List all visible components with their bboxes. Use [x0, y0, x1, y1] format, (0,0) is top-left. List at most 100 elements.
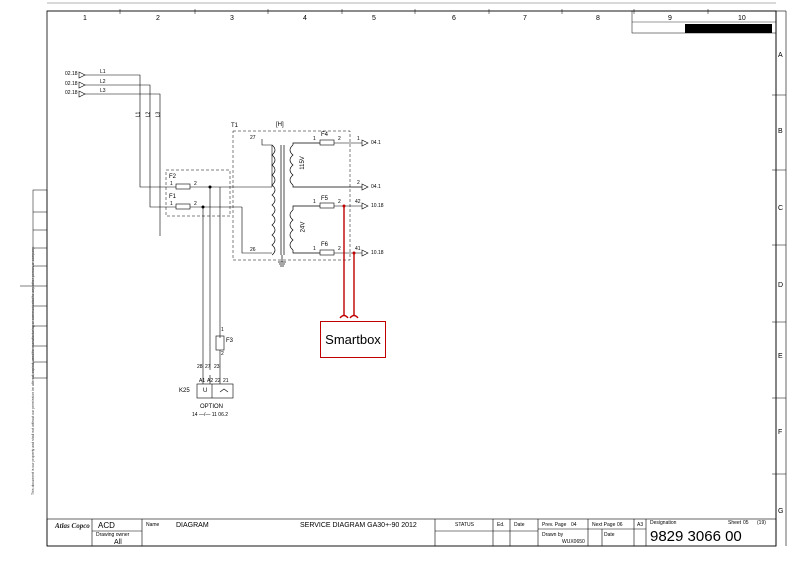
fuse-label: F4	[321, 132, 329, 138]
drawing-owner-label: Drawing owner	[96, 532, 130, 538]
fuse-pin: 1	[313, 246, 316, 252]
fuse-label: F1	[169, 194, 177, 200]
fuse-label: F2	[169, 174, 177, 180]
smartbox-wires	[339, 206, 359, 319]
next-page-value: 06	[617, 522, 623, 528]
smartbox-module: Smartbox	[320, 321, 386, 358]
designation-number: 9829 3066 00	[650, 528, 742, 545]
fuse-f5-symbol	[319, 202, 335, 209]
fuse-group-dashed	[165, 130, 351, 261]
status-label: STATUS	[455, 522, 474, 528]
row-label: D	[778, 282, 784, 289]
left-side-table	[20, 189, 48, 379]
fuse-pin: 2	[194, 181, 197, 187]
outer-frame	[46, 10, 777, 547]
column-label: 5	[372, 15, 376, 22]
prev-page-value: 04	[571, 522, 577, 528]
input-line-label: L2	[100, 79, 106, 85]
column-label: 8	[596, 15, 600, 22]
drawing-owner-value: All	[114, 539, 122, 546]
prev-page-label: Prev. Page	[542, 522, 567, 528]
output-ref: 04.1	[371, 184, 381, 190]
vertical-line-label: L3	[155, 111, 162, 118]
row-label: E	[778, 353, 783, 360]
fuse-pin: 1	[170, 201, 173, 207]
title-block-lines	[46, 518, 777, 547]
name-value: DIAGRAM	[176, 522, 209, 529]
row-label: F	[778, 429, 783, 436]
relay-coil: U	[203, 388, 208, 394]
fuse-f3-symbol	[215, 335, 225, 351]
relay-pin: 28	[197, 364, 203, 370]
output-ref: 10.18	[371, 203, 384, 209]
fuse-f6-symbol	[319, 249, 335, 256]
column-label: 2	[156, 15, 160, 22]
transformer-pin: 27	[250, 135, 256, 141]
sheet-value: 05	[743, 520, 749, 526]
output-pin: 2	[357, 180, 360, 186]
fuse-label: F3	[226, 338, 234, 344]
relay-pin: A1	[199, 378, 206, 384]
next-page-label: Next Page	[592, 522, 616, 528]
name-label: Name	[146, 522, 160, 528]
sheet-label: Sheet	[728, 520, 742, 526]
secondary-voltage-115: 115V	[299, 156, 306, 170]
fuse-f2-symbol	[175, 183, 191, 190]
relay-contact-label: 14 —/— 11 06.2	[192, 412, 229, 418]
row-dividers	[772, 94, 786, 475]
relay-pin: 23	[214, 364, 220, 370]
column-label: 7	[523, 15, 527, 22]
column-label: 3	[230, 15, 234, 22]
drawing-title: SERVICE DIAGRAM GA30+-90 2012	[300, 522, 417, 529]
smartbox-label: Smartbox	[325, 332, 381, 347]
date2-label: Date	[604, 532, 615, 538]
date-label: Date	[514, 522, 525, 528]
fuse-label: F5	[321, 196, 329, 202]
row-label: A	[778, 52, 783, 59]
output-ref: 10.18	[371, 250, 384, 256]
relay-pin: 21	[223, 378, 229, 384]
fuse-f1-symbol	[175, 203, 191, 210]
output-pin: 41	[355, 246, 361, 252]
input-ref: 02.18	[65, 90, 78, 96]
output-ref: 04.1	[371, 140, 381, 146]
transformer-pin: 26	[250, 247, 256, 253]
output-pin: 1	[357, 136, 360, 142]
output-pin: 42	[355, 199, 361, 205]
transformer-tag: T1	[231, 123, 239, 129]
fuse-pin: 2	[338, 136, 341, 142]
input-line-label: L1	[100, 69, 106, 75]
input-line-label: L3	[100, 88, 106, 94]
relay-option-label: OPTION	[200, 404, 224, 410]
input-ref: 02.18	[65, 71, 78, 77]
input-lines	[78, 71, 176, 236]
row-label: B	[778, 128, 783, 135]
relay-tag: K25	[179, 388, 190, 394]
relay-pin: A2	[207, 378, 214, 384]
fuse-pin: 1	[313, 199, 316, 205]
row-label: G	[778, 508, 784, 515]
row-label: C	[778, 205, 784, 212]
drawn-by-value: WUX0650	[562, 539, 585, 545]
relay-pin: 22	[215, 378, 221, 384]
fuse-pin: 2	[194, 201, 197, 207]
column-label: 6	[452, 15, 456, 22]
copyright-note: This document is our property and shall …	[31, 246, 35, 495]
vertical-line-label: L1	[135, 111, 142, 118]
column-label: 10	[738, 15, 746, 22]
column-dividers	[119, 9, 709, 14]
input-ref: 02.18	[65, 81, 78, 87]
acd-label: ACD	[98, 521, 115, 530]
relay-k25	[196, 375, 234, 399]
fuse-pin: 2	[338, 246, 341, 252]
vertical-line-label: L2	[145, 111, 152, 118]
column-label: 9	[668, 15, 672, 22]
edition-label: Ed.	[497, 522, 505, 528]
secondary-voltage-24: 24V	[300, 221, 307, 233]
fuse-pin: 1	[221, 327, 224, 333]
transformer-mark: [H]	[276, 122, 284, 128]
fuse-pin: 2	[221, 351, 224, 357]
redacted-bar	[685, 24, 772, 33]
fuse-label: F6	[321, 242, 329, 248]
